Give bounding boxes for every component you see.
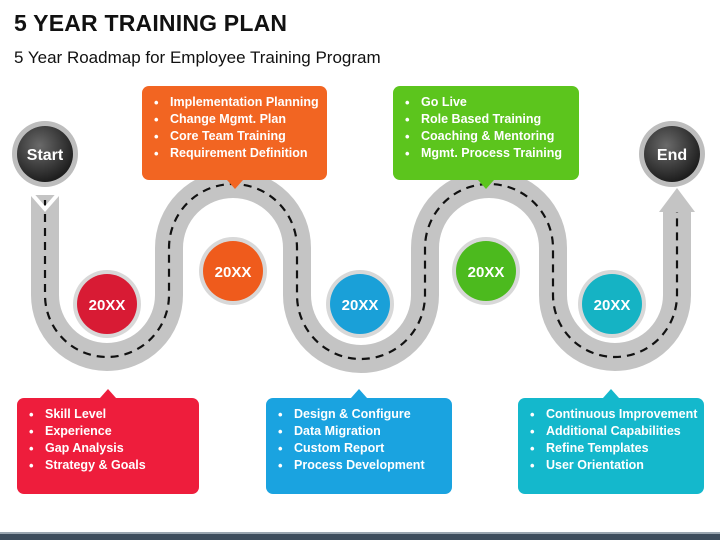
road-end-arrow <box>659 188 695 212</box>
milestone-label: 20XX <box>89 297 126 314</box>
callout-item: Go Live <box>405 94 569 111</box>
callout-item: Design & Configure <box>278 406 442 423</box>
callout-item: Change Mgmt. Plan <box>154 111 317 128</box>
callout-item: Process Development <box>278 457 442 474</box>
milestone-3: 20XX <box>326 270 394 338</box>
page-subtitle: 5 Year Roadmap for Employee Training Pro… <box>14 48 381 67</box>
callout-item: Additional Capabilities <box>530 423 694 440</box>
callout-year-1: Skill Level Experience Gap Analysis Stra… <box>17 389 199 494</box>
milestone-4: 20XX <box>452 237 520 305</box>
callout-list: Design & Configure Data Migration Custom… <box>278 406 442 474</box>
road-band <box>31 170 691 373</box>
callout-item: Mgmt. Process Training <box>405 145 569 162</box>
callout-item: Data Migration <box>278 423 442 440</box>
callout-item: Implementation Planning <box>154 94 319 111</box>
callout-list: Go Live Role Based Training Coaching & M… <box>405 94 569 162</box>
callout-item: Strategy & Goals <box>29 457 189 474</box>
callout-list: Implementation Planning Change Mgmt. Pla… <box>154 94 319 162</box>
road-start-notch <box>31 190 59 212</box>
callout-item: Gap Analysis <box>29 440 189 457</box>
milestone-label: 20XX <box>215 264 252 281</box>
end-node: End <box>639 121 705 187</box>
bottom-bar <box>0 532 720 540</box>
milestone-label: 20XX <box>468 264 505 281</box>
callout-list: Skill Level Experience Gap Analysis Stra… <box>29 406 189 474</box>
page-title: 5 YEAR TRAINING PLAN <box>14 10 288 36</box>
callout-item: Refine Templates <box>530 440 694 457</box>
callout-item: Role Based Training <box>405 111 569 128</box>
callout-year-4: Go Live Role Based Training Coaching & M… <box>393 86 579 189</box>
end-label: End <box>657 147 687 164</box>
callout-item: Custom Report <box>278 440 442 457</box>
callout-item: Coaching & Mentoring <box>405 128 569 145</box>
callout-item: User Orientation <box>530 457 694 474</box>
callout-year-2: Implementation Planning Change Mgmt. Pla… <box>142 86 327 189</box>
callout-item: Core Team Training <box>154 128 317 145</box>
callout-year-3: Design & Configure Data Migration Custom… <box>266 389 452 494</box>
milestone-1: 20XX <box>73 270 141 338</box>
callout-year-5: Continuous Improvement Additional Capabi… <box>518 389 704 494</box>
callout-item: Requirement Definition <box>154 145 317 162</box>
callout-item: Continuous Improvement <box>530 406 697 423</box>
milestone-5: 20XX <box>578 270 646 338</box>
milestone-label: 20XX <box>342 297 379 314</box>
start-label: Start <box>27 147 64 164</box>
milestone-2: 20XX <box>199 237 267 305</box>
start-node: Start <box>12 121 78 187</box>
callout-item: Skill Level <box>29 406 189 423</box>
milestone-label: 20XX <box>594 297 631 314</box>
callout-list: Continuous Improvement Additional Capabi… <box>530 406 697 474</box>
callout-item: Experience <box>29 423 189 440</box>
